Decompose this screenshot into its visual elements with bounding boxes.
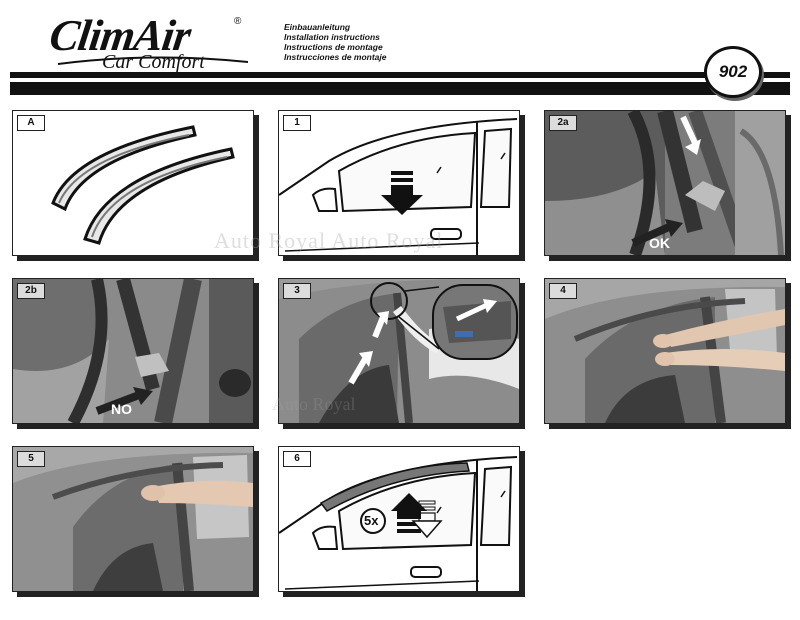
- arrow-icon: [348, 311, 389, 385]
- watermark-secondary: Auto Royal: [272, 394, 356, 414]
- repeat-count-circle: [360, 508, 386, 534]
- step-label: A: [17, 115, 45, 131]
- up-arrow-icon: [391, 493, 427, 533]
- step-label: 6: [283, 451, 311, 467]
- step-label: 2a: [549, 115, 577, 131]
- incorrect-fit-photo: [13, 279, 253, 423]
- panel-a: A: [12, 110, 254, 256]
- instruction-titles: Einbauanleitung Installation instruction…: [284, 22, 387, 62]
- car-door-line-drawing: [279, 118, 518, 255]
- panel-4: 4: [544, 278, 786, 424]
- model-number-badge: 902: [704, 46, 762, 98]
- registered-mark: ®: [234, 16, 242, 27]
- ok-callout: OK: [649, 235, 670, 251]
- panel-2a: 2a OK: [544, 110, 786, 256]
- panel-6: 6 5x: [278, 446, 520, 592]
- logo-swoosh-icon: [58, 56, 248, 65]
- insertion-photo: [279, 279, 519, 423]
- no-callout: NO: [111, 401, 132, 417]
- panel-1: 1: [278, 110, 520, 256]
- title-en: Installation instructions: [284, 32, 380, 42]
- panel-3: 3: [278, 278, 520, 424]
- step-label: 1: [283, 115, 311, 131]
- title-de: Einbauanleitung: [284, 22, 351, 32]
- down-arrow-outline-icon: [411, 500, 443, 539]
- down-arrow-icon: [381, 171, 423, 215]
- brand-tagline: Car Comfort: [102, 51, 205, 73]
- panel-5: 5: [12, 446, 254, 592]
- arrow-icon: [95, 387, 153, 415]
- panel-2b: 2b NO: [12, 278, 254, 424]
- pressing-deflector-photo: [545, 279, 785, 423]
- arrow-icon: [631, 115, 701, 247]
- final-press-photo: [13, 447, 253, 591]
- repeat-press-line-drawing: [279, 456, 518, 591]
- climair-logo: ClimAir ® Car Comfort: [47, 11, 250, 74]
- step-label: 5: [17, 451, 45, 467]
- step-label: 4: [549, 283, 577, 299]
- detail-inset: [432, 284, 518, 360]
- title-fr: Instructions de montage: [284, 42, 383, 52]
- header-rule-thick: [10, 82, 790, 95]
- wind-deflector-parts-illustration: [51, 125, 235, 245]
- title-es: Instrucciones de montaje: [284, 52, 387, 62]
- watermark: Auto Royal Auto Royal: [214, 228, 444, 253]
- repeat-count-label: 5x: [364, 513, 379, 528]
- correct-fit-photo: [545, 111, 785, 255]
- header-rule-thin: [10, 72, 790, 78]
- step-label: 3: [283, 283, 311, 299]
- step-label: 2b: [17, 283, 45, 299]
